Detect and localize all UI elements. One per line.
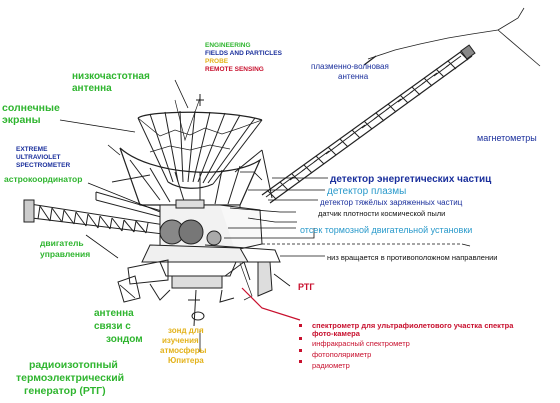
plasma-wave-antenna: [363, 7, 541, 67]
leader-lines: [59, 79, 471, 352]
high-gain-antenna: [137, 97, 263, 189]
label-rtg-full-2: термоэлектрический: [16, 372, 124, 384]
remote-sensing-bullets: [299, 324, 302, 363]
magnetometer-boom: [261, 44, 476, 204]
label-probe-2: изучения: [162, 336, 199, 345]
label-plasma-wave-antenna-2: антенна: [338, 72, 369, 81]
dish: [111, 147, 273, 206]
label-plasma-detector: детектор плазмы: [327, 186, 406, 197]
label-solar-panels-1: солнечные: [2, 102, 60, 114]
label-euvs-1: EXTREME: [16, 146, 48, 153]
spacecraft-bus: [117, 199, 281, 327]
legend-fields-particles: FIELDS AND PARTICLES: [205, 50, 283, 57]
label-euvs-3: SPECTROMETER: [16, 162, 70, 169]
label-magnetometers: магнетометры: [477, 133, 537, 143]
legend-probe: PROBE: [205, 58, 229, 65]
label-solar-panels-2: экраны: [2, 114, 41, 126]
label-heavy-ion: детектор тяжёлых заряженных частиц: [320, 198, 463, 207]
low-gain-antenna: [196, 94, 204, 106]
label-despun: низ вращается в противоположном направле…: [327, 253, 497, 262]
label-uvs-1: спектрометр для ультрафиолетового участк…: [312, 321, 514, 330]
label-retro-propulsion: отсек тормозной двигательной установки: [300, 225, 472, 235]
spacecraft-drawing: [23, 7, 541, 327]
rtg-boom: [23, 191, 166, 235]
label-probe-1: зонд для: [168, 326, 204, 335]
label-nims: инфракрасный спектрометр: [312, 339, 410, 348]
label-radiometer: радиометр: [312, 361, 350, 370]
legend-engineering: ENGINEERING: [205, 42, 251, 49]
label-thrusters-1: двигатель: [40, 238, 84, 248]
label-low-gain-antenna-1: низкочастотная: [72, 71, 150, 82]
label-rtg: РТГ: [298, 282, 314, 292]
remote-sensing-leader: [241, 287, 301, 321]
label-probe-3: атмосферы: [160, 346, 207, 355]
label-ppr: фотополяриметр: [312, 350, 371, 359]
label-low-gain-antenna-2: антенна: [72, 83, 112, 94]
label-euvs-2: ULTRAVIOLET: [16, 154, 61, 161]
label-probe-antenna-2: связи с: [94, 321, 131, 332]
label-rtg-full-1: радиоизотопный: [29, 359, 118, 371]
label-probe-antenna-1: антенна: [94, 308, 134, 319]
label-energetic-particles: детектор энергетических частиц: [330, 174, 492, 185]
label-star-scanner: астрокоординатор: [4, 174, 82, 184]
legend: ENGINEERING FIELDS AND PARTICLES PROBE R…: [205, 42, 283, 73]
label-rtg-full-3: генератор (РТГ): [24, 385, 106, 397]
label-uvs-2: фото-камера: [312, 329, 361, 338]
label-probe-4: Юпитера: [168, 356, 204, 365]
label-probe-antenna-3: зондом: [106, 334, 143, 345]
label-dust-detector: датчик плотности космической пыли: [318, 209, 445, 218]
label-thrusters-2: управления: [40, 249, 90, 259]
label-plasma-wave-antenna-1: плазменно-волновая: [311, 62, 389, 71]
legend-remote-sensing: REMOTE SENSING: [205, 66, 264, 73]
